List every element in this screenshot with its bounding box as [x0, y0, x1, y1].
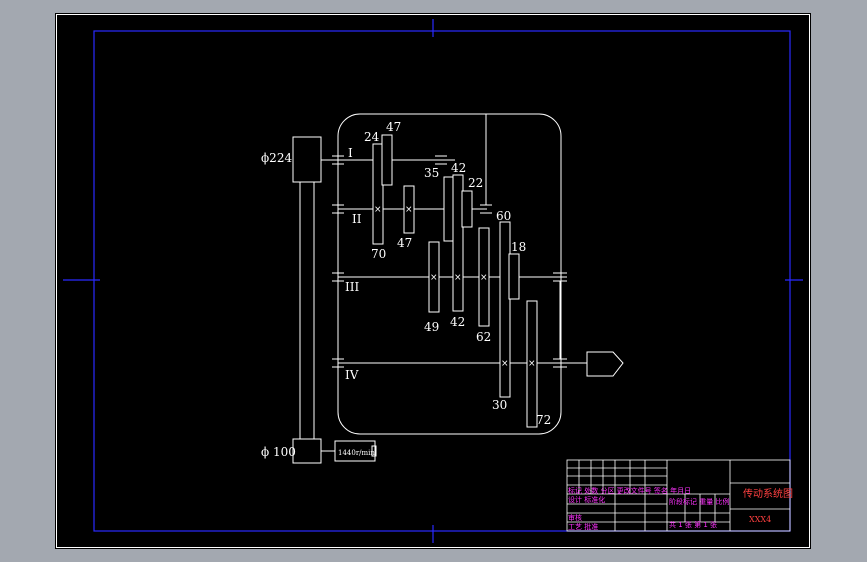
- tb-sheet-info: 共 1 张 第 1 张: [669, 520, 717, 529]
- gear-label: 70: [371, 247, 386, 261]
- gear-49: [428, 241, 440, 313]
- drawing-title: 传动系统图: [743, 487, 793, 500]
- key-marks: × × × × × × ×: [374, 205, 536, 369]
- tb-row-d: 工艺 批准: [568, 522, 598, 531]
- gear-18: [508, 253, 520, 300]
- gear-label: 72: [536, 413, 551, 427]
- gear-label: 62: [476, 330, 491, 344]
- svg-text:×: ×: [480, 273, 488, 283]
- gear-22: [461, 190, 473, 228]
- gear-label: 22: [468, 176, 483, 190]
- gear-label: 42: [451, 161, 466, 175]
- spindle-nose: [586, 351, 624, 377]
- gear-60-30: [499, 221, 511, 398]
- gear-label: 18: [511, 240, 526, 254]
- pulley-top: [292, 136, 322, 183]
- motor-end: [371, 445, 377, 457]
- pulley-bottom-label: ϕ 100: [261, 445, 296, 459]
- bearings-left: [332, 155, 344, 368]
- gearbox-housing: [337, 113, 562, 435]
- gear-label: 35: [424, 166, 439, 180]
- gear-72: [526, 300, 538, 428]
- gear-label: 24: [364, 130, 380, 144]
- drawing-frame: [93, 30, 791, 532]
- svg-text:×: ×: [374, 205, 382, 215]
- gear-62: [478, 227, 490, 327]
- tb-row-c: 审核: [568, 513, 582, 522]
- gear-70: [372, 143, 384, 245]
- gear-42b: [452, 174, 464, 312]
- tb-row-a: 标记 处数 分区 更改文件号 签名 年月日: [568, 486, 691, 495]
- shaft-label-4: IV: [345, 368, 359, 382]
- pulley-top-label: ϕ224: [261, 151, 292, 165]
- pulley-bottom: [292, 438, 322, 464]
- tb-row-b: 设计 标准化: [568, 495, 605, 504]
- svg-text:×: ×: [528, 359, 536, 369]
- gear-label: 60: [496, 209, 511, 223]
- gear-label: 30: [492, 398, 507, 412]
- gear-label: 47: [397, 236, 412, 250]
- svg-text:×: ×: [405, 205, 413, 215]
- motor-box: [334, 440, 376, 462]
- motor-speed-label: 1440r/min: [338, 449, 375, 457]
- svg-text:×: ×: [430, 273, 438, 283]
- sheet-border: [56, 14, 810, 548]
- svg-text:×: ×: [501, 359, 509, 369]
- gear-47b: [403, 185, 415, 234]
- gear-label: 49: [424, 320, 439, 334]
- shaft-label-3: III: [345, 280, 359, 294]
- gear-label: 47: [386, 120, 401, 134]
- gear-24-47: [381, 134, 393, 186]
- shaft-label-1: I: [348, 146, 353, 160]
- title-block: [566, 459, 791, 532]
- drawing-svg: 1440r/min: [56, 14, 810, 548]
- drawing-sheet: 1440r/min: [55, 13, 811, 549]
- tb-col-heads: 阶段标记 重量 比例: [669, 497, 729, 506]
- gear-label: 42: [450, 315, 465, 329]
- shaft-label-2: II: [352, 212, 362, 226]
- svg-text:×: ×: [454, 273, 462, 283]
- scale-code: XXX4: [749, 515, 771, 524]
